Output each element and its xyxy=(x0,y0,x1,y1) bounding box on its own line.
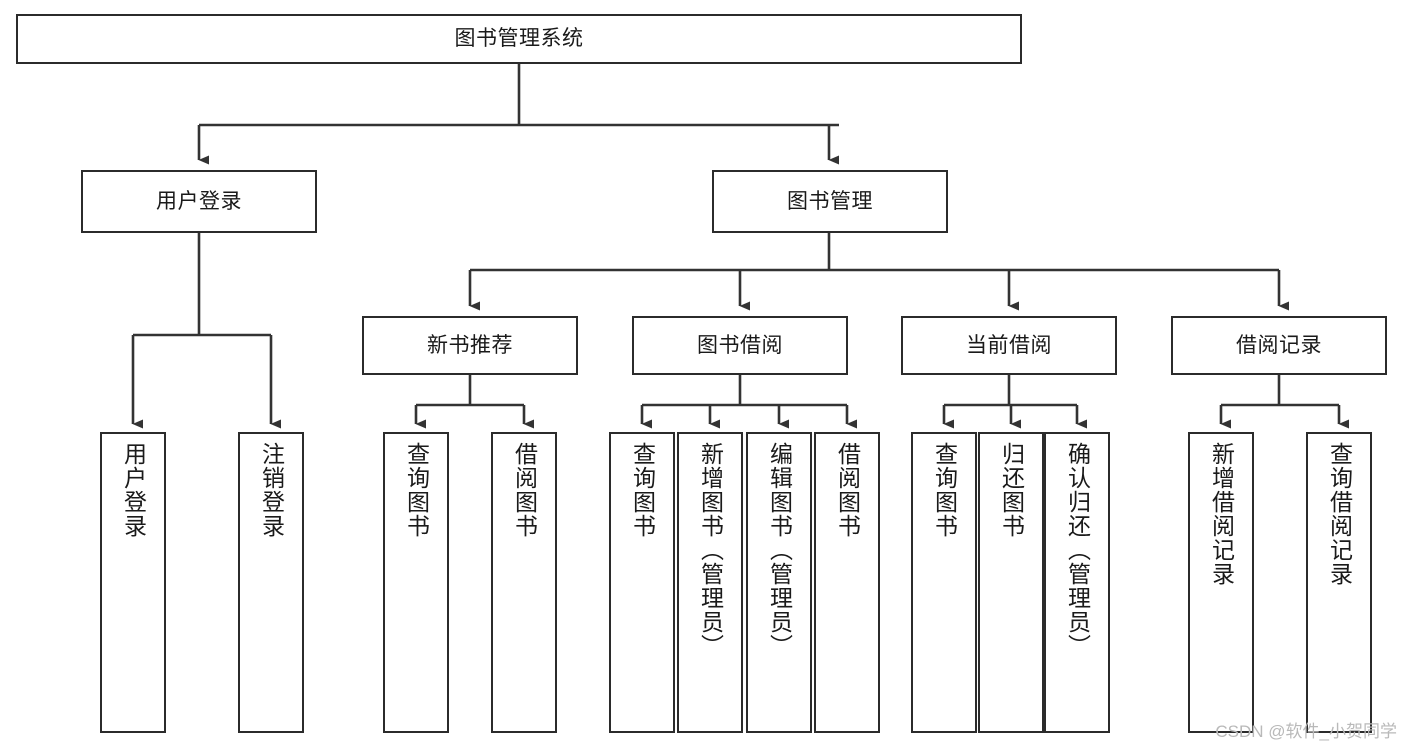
node-borrow-record[interactable]: 借阅记录 xyxy=(1171,316,1387,375)
node-label: 当前借阅 xyxy=(966,333,1052,357)
node-book-borrow[interactable]: 图书借阅 xyxy=(632,316,848,375)
node-leaf-add-book-admin[interactable]: 新增图书（管理员） xyxy=(677,432,743,733)
node-label: 用户登录 xyxy=(120,442,147,538)
node-label: 注销登录 xyxy=(258,442,285,538)
node-label: 编辑图书（管理员） xyxy=(766,442,793,658)
watermark: CSDN @软件_小贺同学 xyxy=(1215,722,1397,741)
node-label: 归还图书 xyxy=(998,442,1025,538)
node-user-login[interactable]: 用户登录 xyxy=(81,170,317,233)
node-label: 用户登录 xyxy=(156,189,242,213)
node-label: 查询图书 xyxy=(629,442,656,538)
node-leaf-query-book-current[interactable]: 查询图书 xyxy=(911,432,977,733)
node-label: 新增借阅记录 xyxy=(1208,442,1235,586)
node-book-management[interactable]: 图书管理 xyxy=(712,170,948,233)
node-leaf-edit-book-admin[interactable]: 编辑图书（管理员） xyxy=(746,432,812,733)
node-leaf-return-book[interactable]: 归还图书 xyxy=(978,432,1044,733)
node-label: 图书借阅 xyxy=(697,333,783,357)
node-leaf-query-book-new[interactable]: 查询图书 xyxy=(383,432,449,733)
node-leaf-logout[interactable]: 注销登录 xyxy=(238,432,304,733)
node-new-book-recommend[interactable]: 新书推荐 xyxy=(362,316,578,375)
node-label: 借阅图书 xyxy=(834,442,861,538)
node-leaf-confirm-return-admin[interactable]: 确认归还（管理员） xyxy=(1044,432,1110,733)
node-label: 借阅图书 xyxy=(511,442,538,538)
node-label: 查询借阅记录 xyxy=(1326,442,1353,586)
node-label: 图书管理 xyxy=(787,189,873,213)
node-label: 新书推荐 xyxy=(427,333,513,357)
node-label: 借阅记录 xyxy=(1236,333,1322,357)
node-label: 图书管理系统 xyxy=(454,27,584,51)
node-label: 新增图书（管理员） xyxy=(697,442,724,658)
node-leaf-user-login[interactable]: 用户登录 xyxy=(100,432,166,733)
node-leaf-query-book-borrow[interactable]: 查询图书 xyxy=(609,432,675,733)
node-leaf-add-borrow-record[interactable]: 新增借阅记录 xyxy=(1188,432,1254,733)
node-label: 确认归还（管理员） xyxy=(1064,442,1091,658)
node-root-system[interactable]: 图书管理系统 xyxy=(16,14,1022,64)
node-label: 查询图书 xyxy=(931,442,958,538)
node-leaf-query-borrow-record[interactable]: 查询借阅记录 xyxy=(1306,432,1372,733)
node-leaf-borrow-book[interactable]: 借阅图书 xyxy=(814,432,880,733)
node-label: 查询图书 xyxy=(403,442,430,538)
node-leaf-borrow-book-new[interactable]: 借阅图书 xyxy=(491,432,557,733)
node-current-borrow[interactable]: 当前借阅 xyxy=(901,316,1117,375)
